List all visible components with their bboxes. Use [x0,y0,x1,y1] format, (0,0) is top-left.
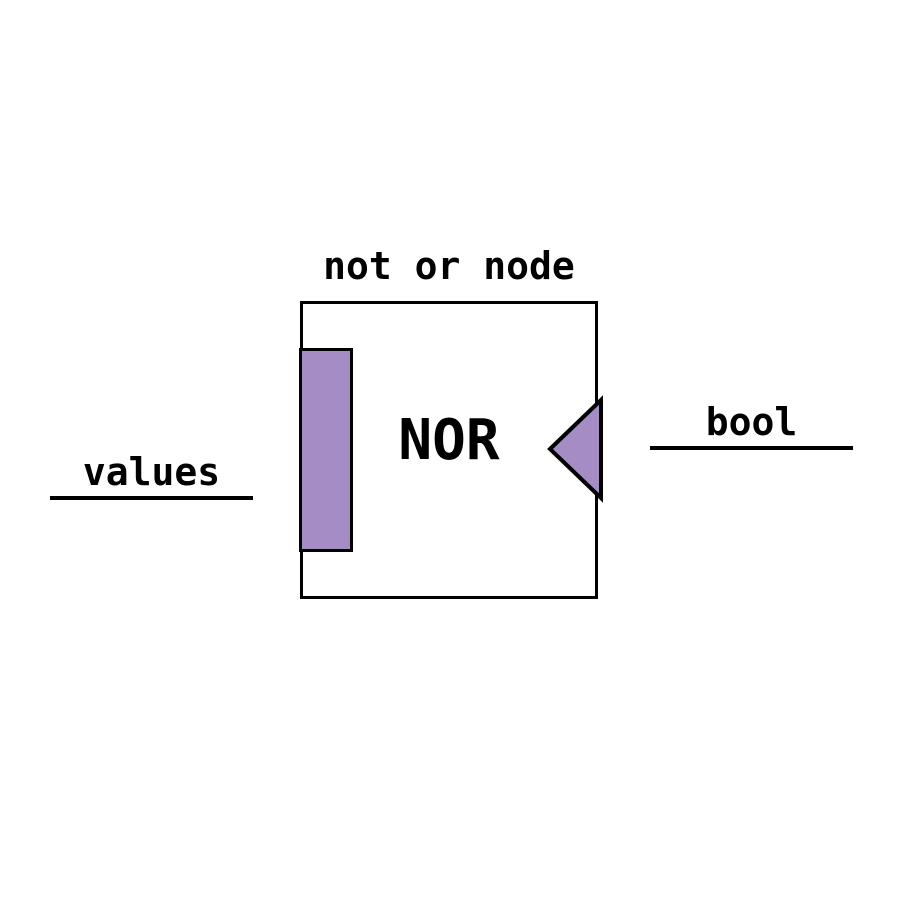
node-title: not or node [323,244,575,288]
node-operation-label: NOR [398,408,500,473]
output-port-triangle-shape [547,395,603,503]
output-wire-label: bool [705,400,798,444]
input-port[interactable] [299,348,353,552]
input-wire-label: values [82,450,221,494]
input-wire [50,496,253,500]
output-wire [650,446,853,450]
output-port[interactable] [546,394,606,504]
output-port-triangle-icon [547,395,603,503]
